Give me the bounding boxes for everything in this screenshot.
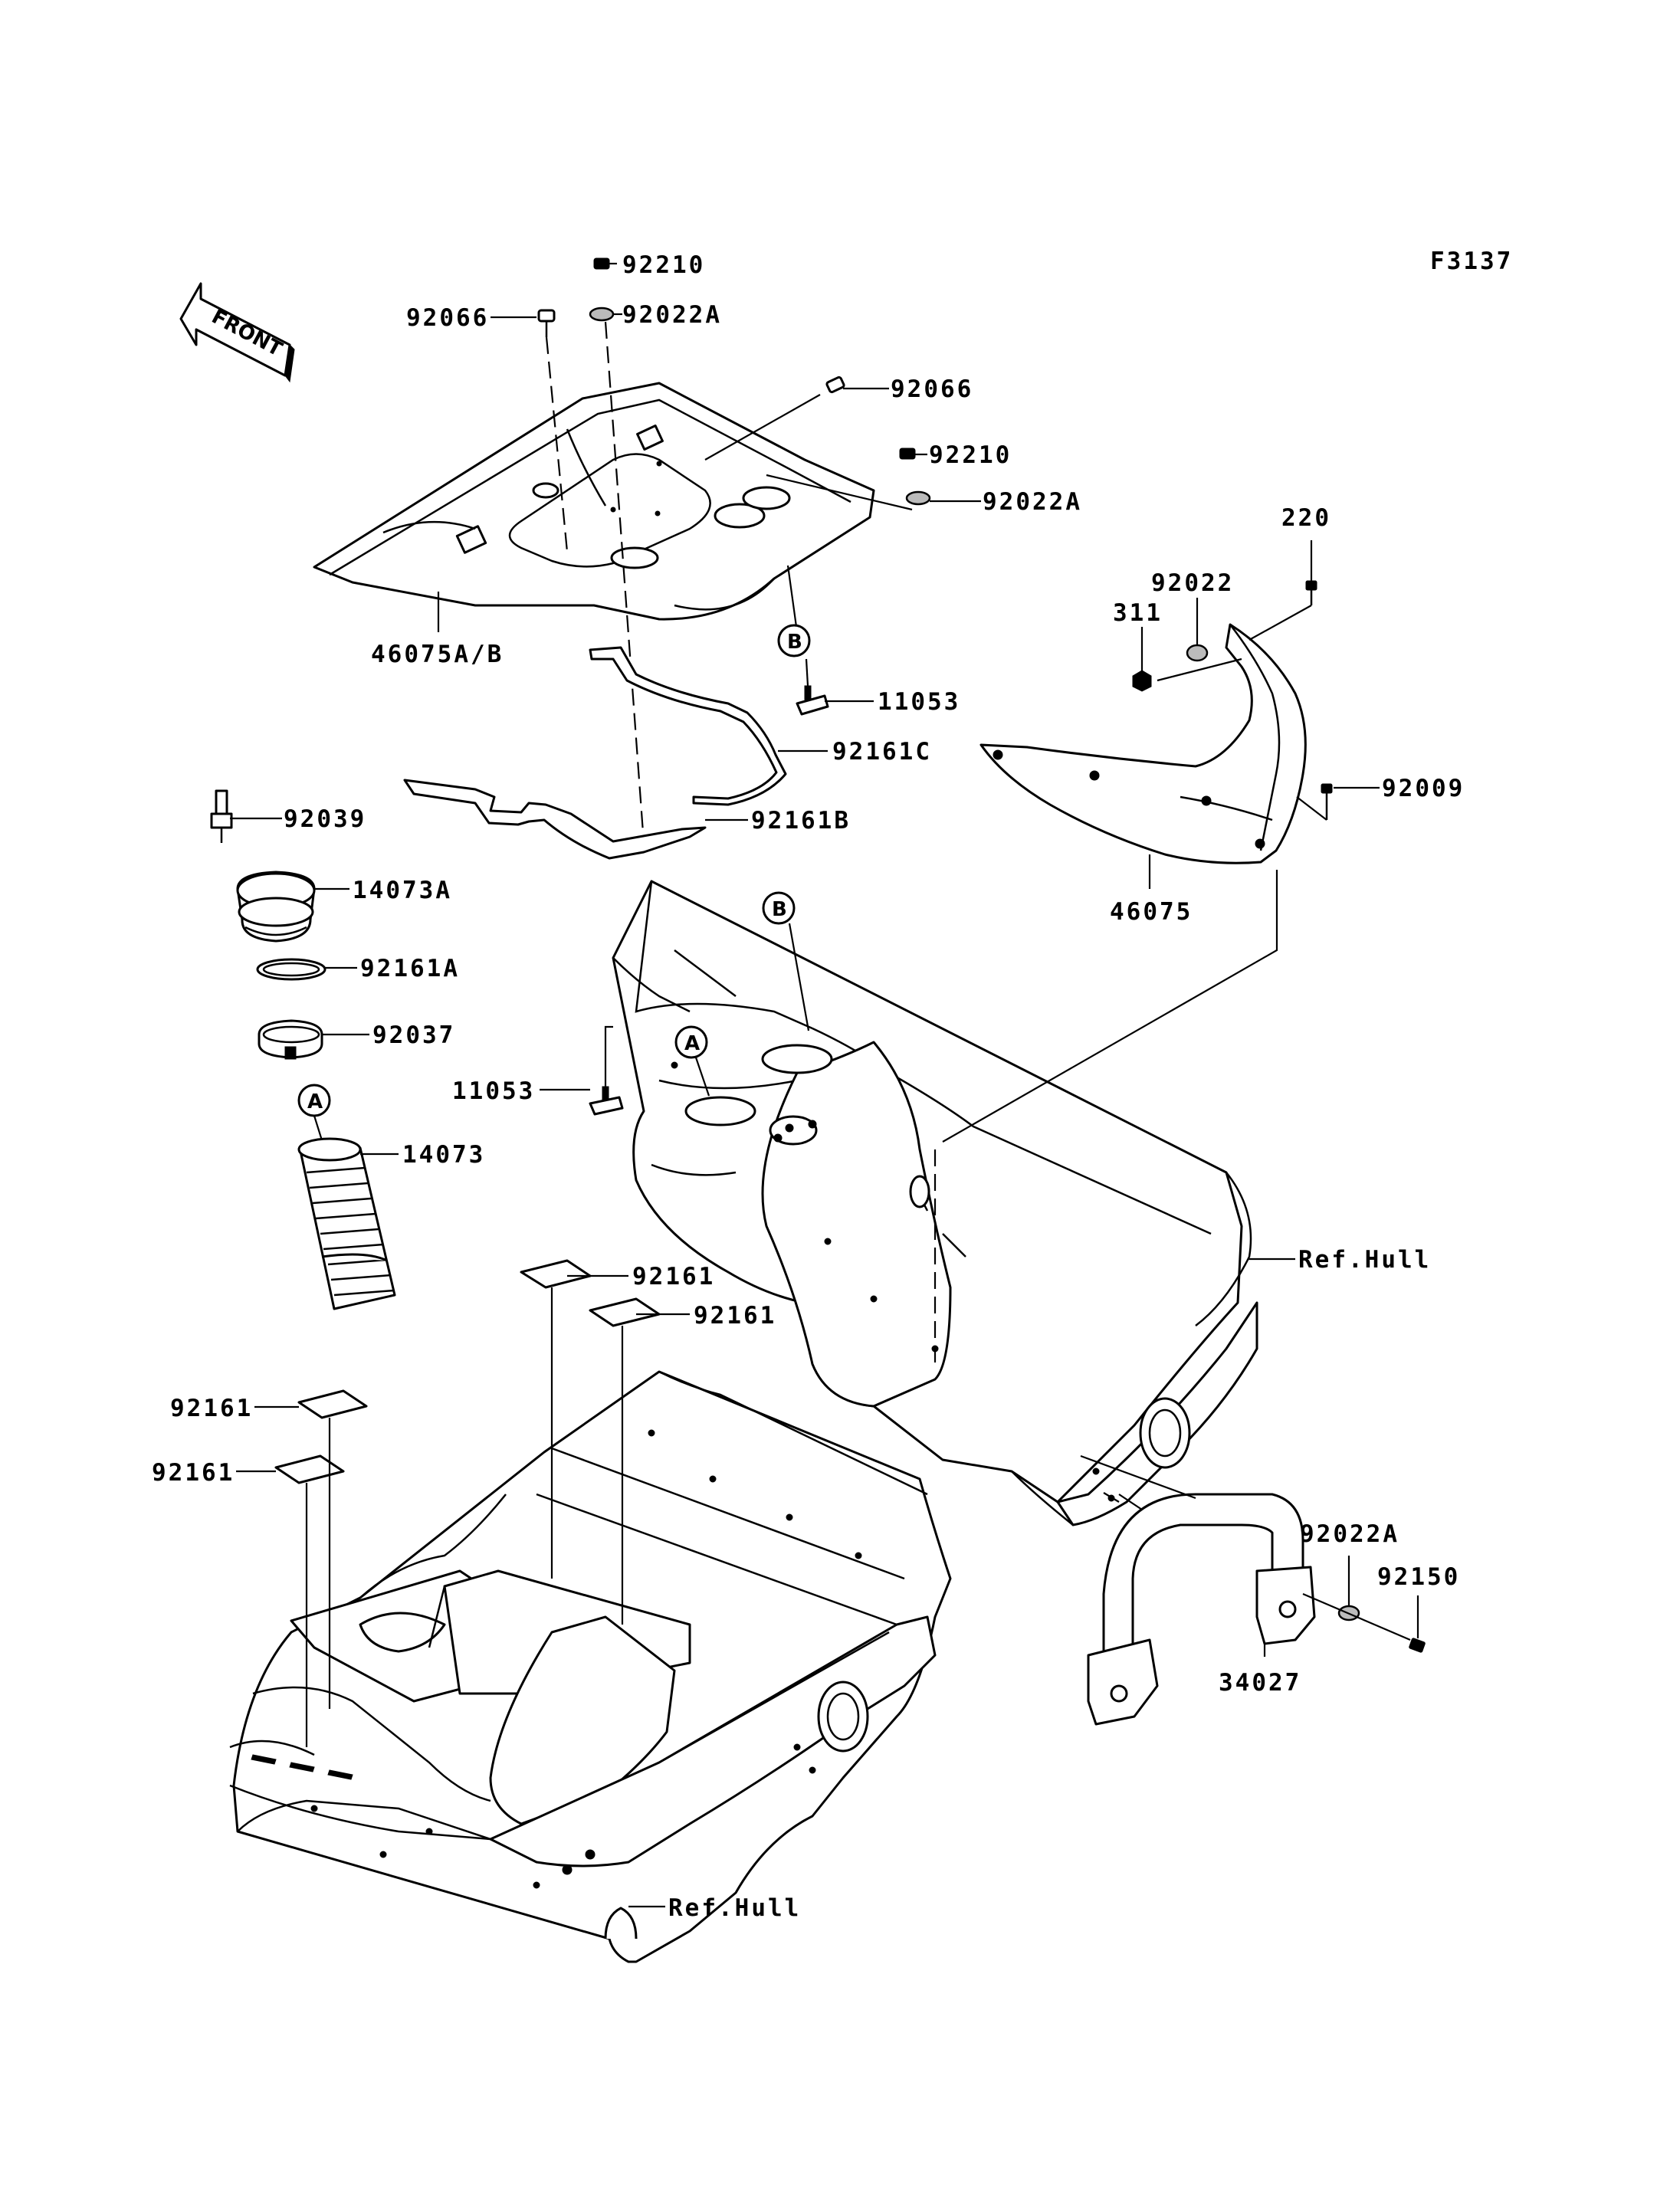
label-92022A-right: 92022A — [983, 488, 1082, 516]
handle-34027 — [1087, 1492, 1316, 1726]
diagram-code: F3137 — [1430, 248, 1513, 275]
label-92039: 92039 — [284, 805, 366, 833]
label-92066-right: 92066 — [891, 375, 973, 403]
bolt-92066-right — [825, 375, 845, 394]
clamp-92037 — [258, 1019, 323, 1060]
lower-hull — [229, 1370, 952, 1963]
screw-220 — [1305, 580, 1317, 605]
svg-text:B: B — [787, 631, 802, 654]
bolt-92150 — [1409, 1638, 1426, 1653]
washer-92022 — [1186, 644, 1209, 662]
gasket-92161B — [403, 779, 707, 860]
label-92210-right: 92210 — [929, 441, 1012, 469]
label-92161C: 92161C — [832, 738, 932, 766]
svg-text:B: B — [772, 898, 787, 921]
label-92022A-lower: 92022A — [1300, 1520, 1399, 1548]
filler-neck-14073A — [236, 871, 316, 943]
label-46075: 46075 — [1110, 898, 1193, 926]
label-92066-left: 92066 — [406, 304, 489, 332]
gasket-92161C — [589, 646, 787, 806]
label-92210-top: 92210 — [622, 251, 705, 279]
label-92161-b: 92161 — [694, 1302, 776, 1330]
svg-text:A: A — [684, 1032, 700, 1055]
label-92022A-top: 92022A — [622, 301, 722, 329]
bolt-92039 — [210, 789, 233, 843]
label-34027: 34027 — [1219, 1669, 1301, 1697]
label-11053-upper: 11053 — [878, 688, 960, 716]
label-14073: 14073 — [402, 1141, 485, 1169]
svg-text:A: A — [307, 1090, 323, 1113]
upper-hull — [612, 880, 1258, 1526]
nut-311 — [1132, 670, 1152, 692]
washer-92022A-right — [905, 490, 931, 506]
seat-46075AB — [313, 382, 875, 621]
bolt-92210-top — [593, 257, 610, 270]
cover-46075 — [979, 623, 1307, 864]
ref-mark-A-left: A — [297, 1084, 331, 1117]
fastener-11053-upper — [796, 685, 829, 716]
label-92161-d: 92161 — [152, 1459, 235, 1487]
fastener-11053-lower — [589, 1086, 624, 1116]
label-92161-c: 92161 — [170, 1395, 253, 1422]
ring-92161A — [256, 958, 326, 981]
label-pad-92161-c — [297, 1389, 368, 1419]
ref-mark-B-upper: B — [777, 624, 811, 657]
ref-mark-B-hull: B — [762, 891, 796, 925]
label-92022: 92022 — [1151, 569, 1234, 597]
bolt-92210-right — [899, 448, 916, 460]
ref-mark-A-hull: A — [674, 1025, 708, 1059]
label-pad-92161-a — [520, 1259, 592, 1289]
bolt-92066-left — [537, 309, 556, 337]
label-pad-92161-d — [274, 1454, 345, 1484]
ref-hull-bottom: Ref.Hull — [668, 1894, 801, 1922]
label-92161-a: 92161 — [632, 1263, 715, 1290]
front-arrow-icon: FRONT — [179, 282, 295, 383]
washer-92022A-top — [589, 307, 615, 322]
label-92037: 92037 — [372, 1021, 455, 1049]
label-220: 220 — [1281, 504, 1331, 532]
label-46075AB: 46075A/B — [371, 641, 504, 668]
label-92161B: 92161B — [751, 807, 851, 835]
label-92150: 92150 — [1377, 1563, 1460, 1591]
label-14073A: 14073A — [353, 877, 452, 904]
label-pad-92161-b — [589, 1297, 661, 1327]
label-92009: 92009 — [1382, 775, 1465, 802]
label-92161A: 92161A — [360, 955, 460, 982]
screw-92009 — [1321, 783, 1333, 820]
label-11053-lower: 11053 — [452, 1077, 535, 1105]
hose-14073 — [297, 1137, 396, 1310]
label-311: 311 — [1113, 599, 1163, 627]
ref-hull-right: Ref.Hull — [1298, 1246, 1431, 1274]
